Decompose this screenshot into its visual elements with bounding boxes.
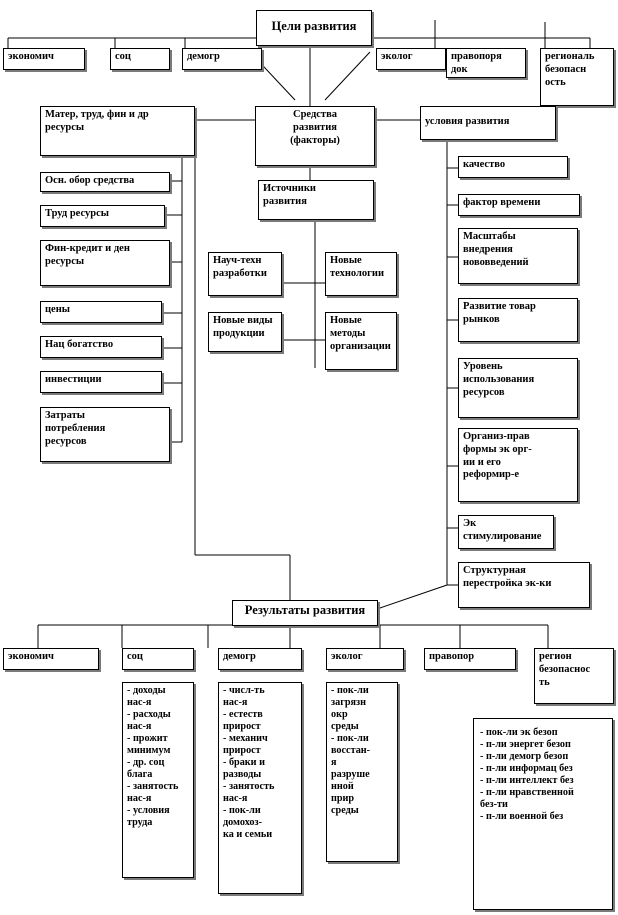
source-new-org-methods: Новые методы организации — [325, 312, 397, 370]
resources-title: Матер, труд, фин и др ресурсы — [40, 106, 195, 156]
condition-time: фактор времени — [458, 194, 580, 216]
source-rnd: Науч-техн разработки — [208, 252, 282, 296]
result-economic: экономич — [3, 648, 99, 670]
condition-restructuring: Структурная перестройка эк-ки — [458, 562, 590, 608]
means-title: Средства развития (факторы) — [255, 106, 375, 166]
sources-title: Источники развития — [258, 180, 374, 220]
condition-org-legal-forms: Организ-прав формы эк орг- ии и его рефо… — [458, 428, 578, 502]
source-new-technologies: Новые технологии — [325, 252, 397, 296]
goal-social: соц — [110, 48, 170, 70]
resource-fixed-assets: Осн. обор средства — [40, 172, 170, 192]
resource-investments: инвестиции — [40, 371, 162, 393]
goal-law-order: правопоря док — [446, 48, 526, 78]
conditions-title: условия развития — [420, 106, 556, 140]
goal-demographic: демогр — [182, 48, 262, 70]
result-regional-security: регион безопаснос ть — [534, 648, 614, 704]
resource-national-wealth: Нац богатство — [40, 336, 162, 358]
resource-consumption-costs: Затраты потребления ресурсов — [40, 407, 170, 462]
result-ecological-details: - пок-ли загрязн окр среды - пок-ли восс… — [326, 682, 398, 862]
result-law-order: правопор — [424, 648, 516, 670]
result-demographic: демогр — [218, 648, 302, 670]
result-regional-details: - пок-ли эк безоп - п-ли энергет безоп -… — [473, 718, 613, 910]
result-ecological: эколог — [326, 648, 404, 670]
condition-quality: качество — [458, 156, 568, 178]
condition-stimulation: Эк стимулирование — [458, 515, 554, 549]
goal-economic: экономич — [3, 48, 85, 70]
goals-title: Цели развития — [256, 10, 372, 46]
resource-labor: Труд ресурсы — [40, 205, 165, 227]
result-demographic-details: - числ-ть нас-я - естеств прирост - меха… — [218, 682, 302, 894]
condition-innovation-scale: Масштабы внедрения нововведений — [458, 228, 578, 284]
goal-regional-security: региональ безопасн ость — [540, 48, 614, 106]
resource-prices: цены — [40, 301, 162, 323]
goal-ecological: эколог — [376, 48, 446, 70]
condition-markets: Развитие товар рынков — [458, 298, 578, 342]
source-new-products: Новые виды продукции — [208, 312, 282, 352]
results-title: Результаты развития — [232, 600, 378, 626]
result-social-details: - доходы нас-я - расходы нас-я - прожит … — [122, 682, 194, 878]
result-social: соц — [122, 648, 194, 670]
resource-finance: Фин-кредит и ден ресурсы — [40, 240, 170, 286]
condition-resource-use: Уровень использования ресурсов — [458, 358, 578, 418]
